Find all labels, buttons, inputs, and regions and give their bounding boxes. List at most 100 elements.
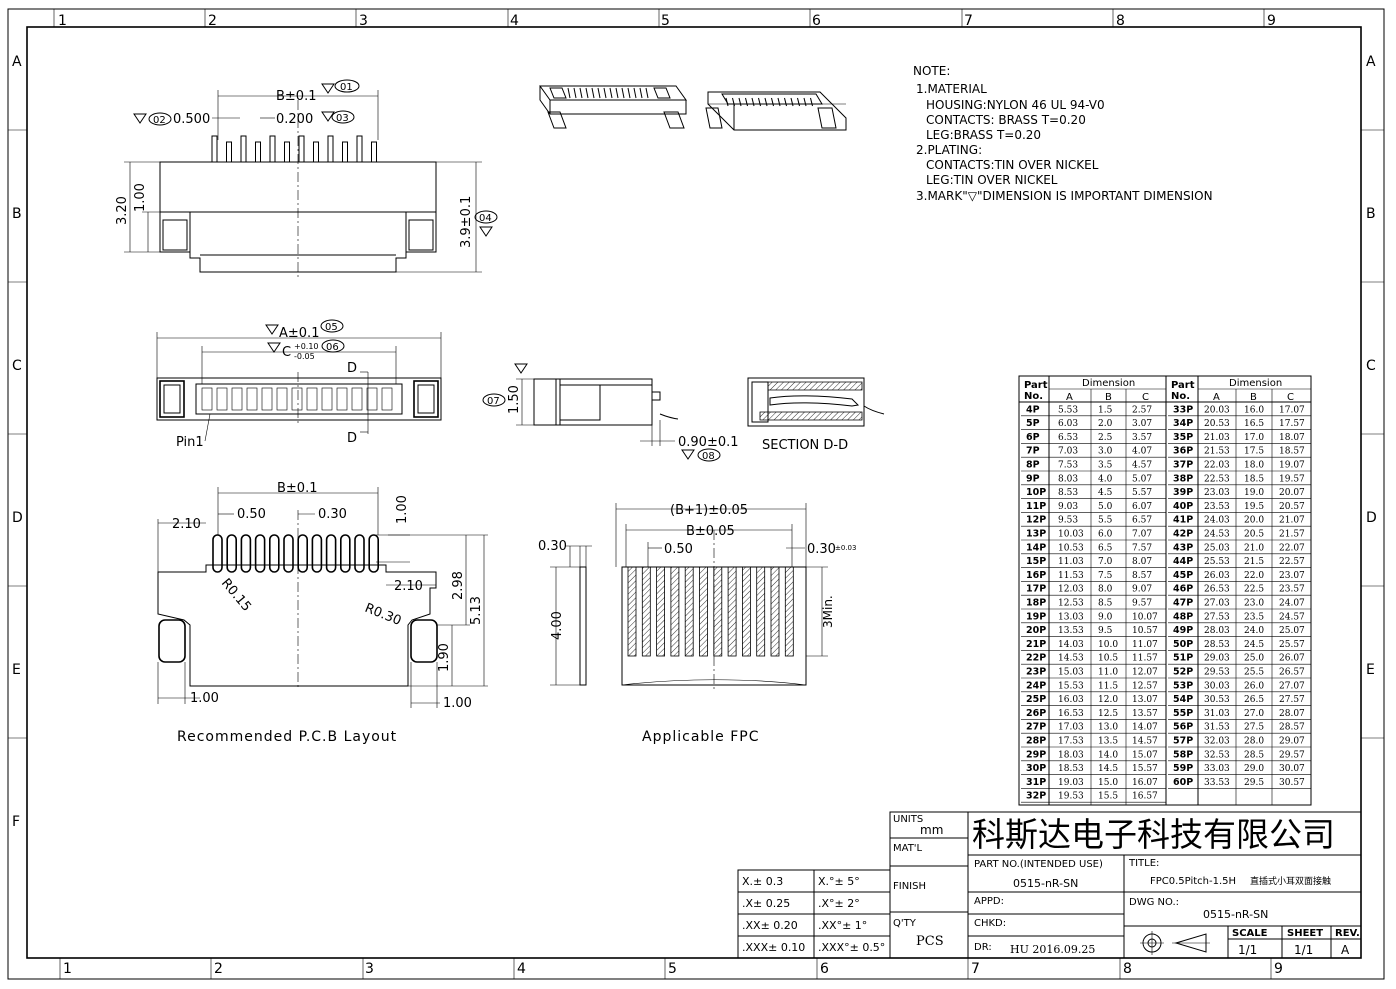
iso-pin xyxy=(810,97,813,107)
pcb-pad xyxy=(339,534,351,573)
iso-pin xyxy=(615,87,619,99)
fpc-trace xyxy=(727,566,737,657)
table-cell: 28.57 xyxy=(1279,723,1305,733)
contact-slot xyxy=(201,387,213,411)
table-cell: 29.57 xyxy=(1279,750,1305,760)
table-cell: 22.53 xyxy=(1204,474,1230,484)
table-cell: 29.53 xyxy=(1204,668,1230,678)
tag-05: 05 xyxy=(325,322,338,333)
table-cell: 28.5 xyxy=(1244,750,1264,760)
isometric-pins xyxy=(725,97,813,107)
table-cell: 14.57 xyxy=(1132,737,1158,747)
table-cell: 9.5 xyxy=(1098,626,1113,636)
table-header-a: A xyxy=(1066,392,1073,403)
dim-320: 3.20 xyxy=(115,196,130,225)
col-label-top: 7 xyxy=(964,13,973,29)
table-cell: 14.5 xyxy=(1098,764,1118,774)
section-title: SECTION D-D xyxy=(762,438,848,453)
tolerance-angular: .XX°± 1° xyxy=(818,919,867,932)
pcb-layout-title: Recommended P.C.B Layout xyxy=(177,729,397,745)
table-part-no: 37P xyxy=(1173,460,1193,471)
fpc-trace xyxy=(627,566,637,657)
table-part-no: 5P xyxy=(1026,418,1040,429)
table-cell: 13.57 xyxy=(1132,709,1158,719)
table-cell: 6.0 xyxy=(1098,530,1113,540)
dimension-table: Part No. Dimension A B C Part No. Dimens… xyxy=(1018,375,1312,806)
col-label-bottom: 6 xyxy=(820,961,829,977)
dim-210-right: 2.10 xyxy=(394,579,423,594)
table-cell: 22.03 xyxy=(1204,461,1230,471)
contact-slot xyxy=(306,387,318,411)
table-header-c: C xyxy=(1142,392,1149,403)
company-name: 科斯达电子科技有限公司 xyxy=(972,815,1335,854)
table-cell: 33.53 xyxy=(1204,778,1230,788)
table-cell: 10.57 xyxy=(1132,626,1158,636)
table-header-c: C xyxy=(1287,392,1294,403)
dim-100-top: 1.00 xyxy=(395,495,410,524)
table-cell: 22.07 xyxy=(1279,543,1305,553)
table-part-no: 29P xyxy=(1026,749,1046,760)
pcb-pad xyxy=(368,534,380,573)
contact-slot xyxy=(321,387,333,411)
table-cell: 7.07 xyxy=(1132,530,1152,540)
table-header-a: A xyxy=(1213,392,1220,403)
iso-pin xyxy=(633,87,637,99)
table-cell: 17.5 xyxy=(1244,447,1264,457)
material-label: MAT'L xyxy=(893,843,923,854)
table-part-no: 16P xyxy=(1026,570,1046,581)
fpc-title: Applicable FPC xyxy=(642,729,760,745)
table-cell: 23.0 xyxy=(1244,599,1264,609)
table-cell: 15.0 xyxy=(1098,778,1118,788)
frame-labels: 1 2 3 4 5 6 7 8 9 1 2 3 4 5 6 7 8 9 A B … xyxy=(12,13,1377,977)
table-cell: 8.57 xyxy=(1132,571,1152,581)
table-cell: 9.53 xyxy=(1058,516,1078,526)
pcb-pad xyxy=(354,534,365,573)
table-cell: 6.07 xyxy=(1132,502,1152,512)
table-header-b: B xyxy=(1250,392,1257,403)
table-part-no: 50P xyxy=(1173,639,1193,650)
table-cell: 22.5 xyxy=(1244,585,1264,595)
scale-value: 1/1 xyxy=(1238,943,1257,957)
table-cell: 3.5 xyxy=(1098,461,1113,471)
table-cell: 6.57 xyxy=(1132,516,1152,526)
table-cell: 6.53 xyxy=(1058,433,1078,443)
dim-b: B±0.05 xyxy=(686,524,735,539)
iso-pin xyxy=(803,97,807,107)
table-header-dimension: Dimension xyxy=(1229,378,1282,389)
dim-190: 1.90 xyxy=(437,643,452,672)
dim-pin: 0.200 xyxy=(276,112,313,127)
fpc-trace xyxy=(656,566,665,657)
table-part-no: 18P xyxy=(1026,598,1046,609)
table-cell: 16.0 xyxy=(1244,405,1264,415)
table-cell: 27.57 xyxy=(1279,695,1305,705)
fpc-trace xyxy=(670,566,680,657)
table-part-no: 34P xyxy=(1173,418,1193,429)
table-part-no: 53P xyxy=(1173,680,1193,691)
table-part-no: 38P xyxy=(1173,473,1193,484)
tolerance-angular: X.°± 5° xyxy=(818,875,860,888)
iso-pin xyxy=(732,97,735,107)
table-cell: 21.03 xyxy=(1204,433,1230,443)
table-cell: 33.03 xyxy=(1204,764,1230,774)
table-cell: 11.07 xyxy=(1132,640,1158,650)
table-cell: 23.07 xyxy=(1279,571,1305,581)
table-cell: 10.03 xyxy=(1058,530,1084,540)
table-cell: 18.0 xyxy=(1244,461,1264,471)
table-cell: 27.0 xyxy=(1244,709,1264,719)
col-label-top: 6 xyxy=(812,13,821,29)
table-cell: 28.53 xyxy=(1204,640,1230,650)
dim-39: 3.9±0.1 xyxy=(459,196,474,248)
note-line: CONTACTS: BRASS T=0.20 xyxy=(926,113,1086,127)
pcb-pad xyxy=(325,534,337,573)
table-cell: 5.5 xyxy=(1098,516,1113,526)
note-line: 1.MATERIAL xyxy=(916,82,987,96)
table-part-no: 21P xyxy=(1026,639,1046,650)
scale-label: SCALE xyxy=(1232,928,1268,939)
table-cell: 18.07 xyxy=(1279,433,1305,443)
dim-150: 1.50 xyxy=(507,385,522,414)
table-cell: 16.57 xyxy=(1132,792,1158,802)
tag-02: 02 xyxy=(153,115,166,126)
table-cell: 16.07 xyxy=(1132,778,1158,788)
table-part-no: 56P xyxy=(1173,722,1193,733)
col-label-bottom: 7 xyxy=(971,961,980,977)
